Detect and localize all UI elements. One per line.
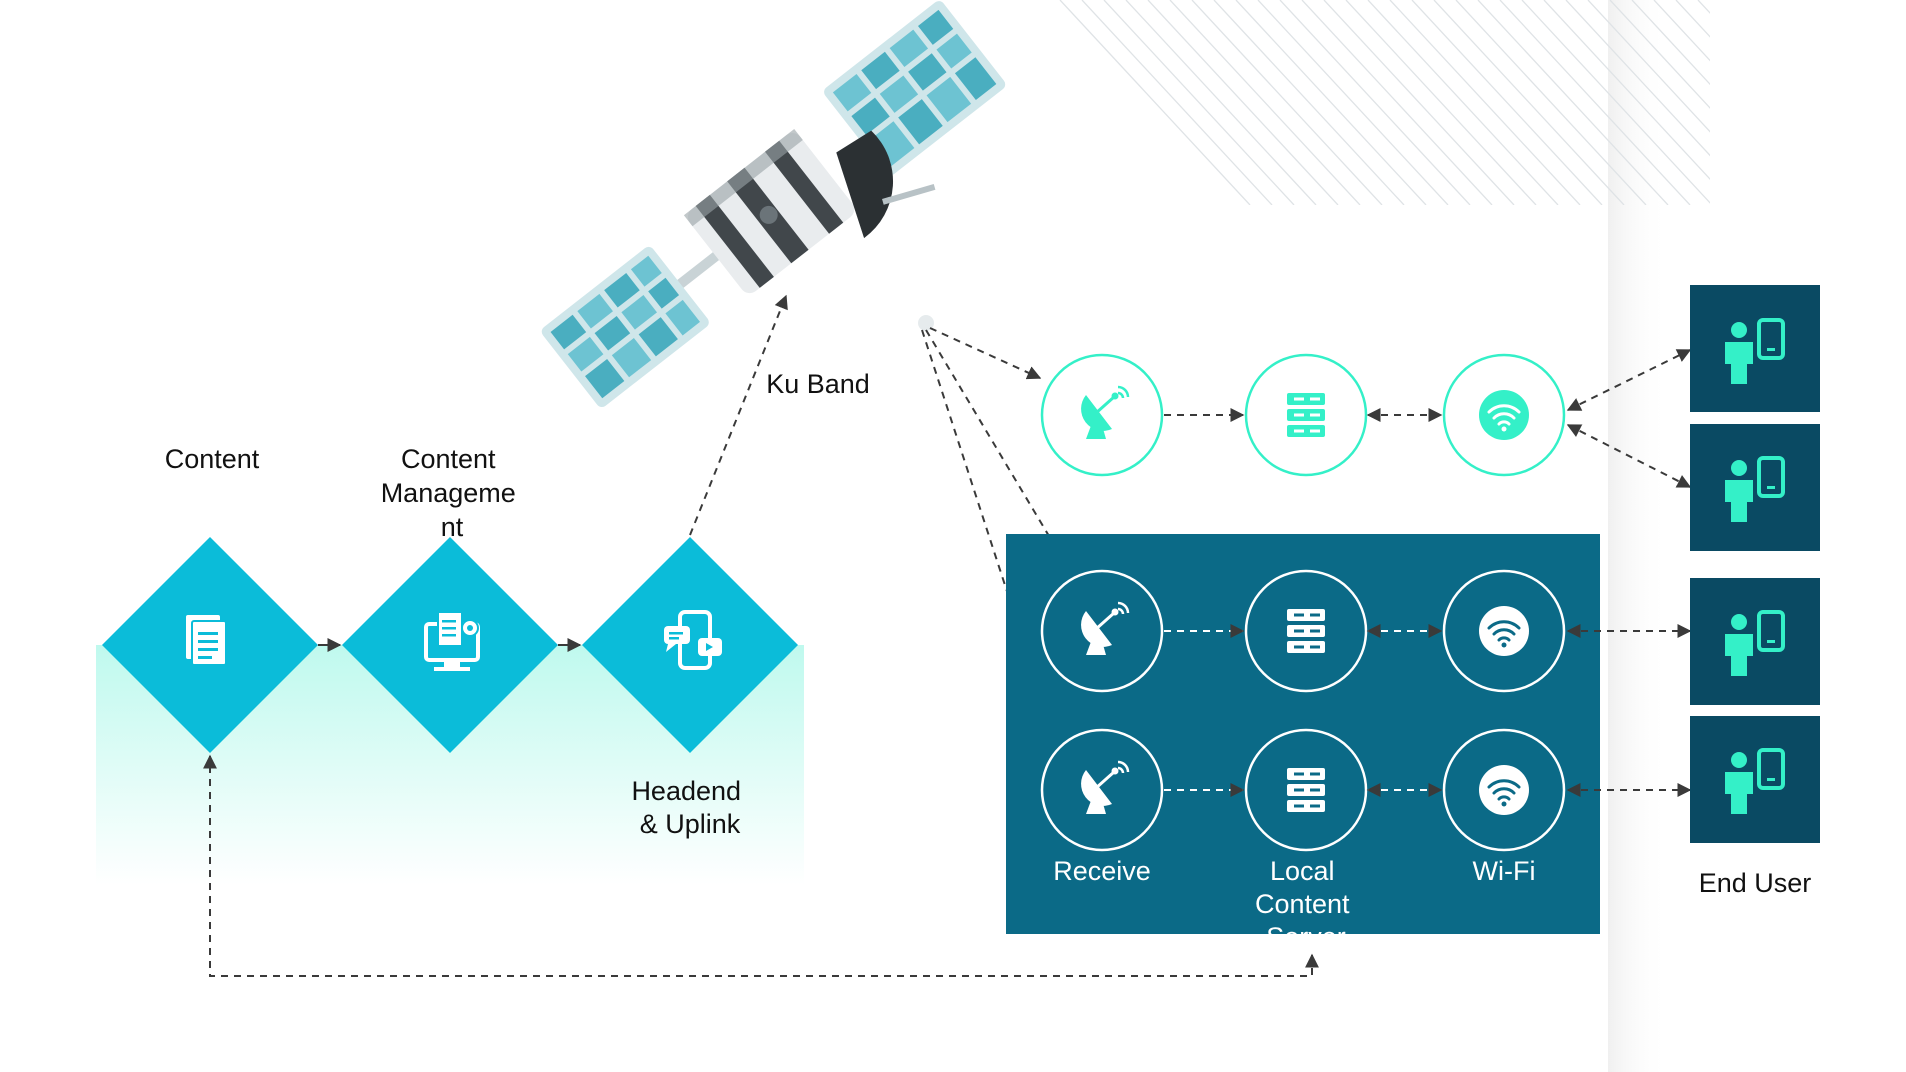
right-divider-shadow <box>1608 0 1668 1072</box>
wifi-node <box>1442 728 1566 852</box>
hatch-line <box>1279 0 1471 205</box>
hatch-line <box>1433 0 1625 205</box>
hatch-line <box>1081 0 1273 205</box>
server-node <box>1244 569 1368 693</box>
hatch-line <box>1059 0 1251 205</box>
hatch-line <box>1301 0 1493 205</box>
hatch-line <box>1609 0 1710 109</box>
panel-row-1 <box>1040 569 1566 693</box>
hatch-line <box>1125 0 1317 205</box>
hatch-line <box>1543 0 1710 181</box>
wifi-node <box>1442 569 1566 693</box>
server-icon <box>1287 768 1325 812</box>
satellite-feed-point <box>918 315 934 331</box>
satellite-icon <box>541 1 1006 408</box>
receive-label: Receive <box>1053 856 1151 886</box>
top-receive-node <box>1040 353 1164 477</box>
hatch-line <box>1389 0 1581 205</box>
server-node <box>1244 728 1368 852</box>
end-user-box <box>1690 716 1820 843</box>
wifi-label: Wi-Fi <box>1473 856 1536 886</box>
hatch-line <box>1367 0 1559 205</box>
hatch-line <box>1521 0 1710 204</box>
server-icon <box>1287 393 1325 437</box>
hatch-line <box>1631 0 1710 86</box>
wifi-icon <box>1477 763 1531 817</box>
pipeline-arrows <box>203 294 1319 977</box>
receive-node <box>1040 728 1164 852</box>
hatch-line <box>1653 0 1710 62</box>
wifi-icon <box>1477 604 1531 658</box>
hatch-line <box>1235 0 1427 205</box>
hatch-line <box>1257 0 1449 205</box>
hatch-line <box>1499 0 1691 205</box>
content-diamond <box>102 537 318 753</box>
end-user-box <box>1690 578 1820 705</box>
hatch-line <box>1213 0 1405 205</box>
top-server-node <box>1244 353 1368 477</box>
hatch-line <box>1191 0 1383 205</box>
hatch-line <box>1169 0 1361 205</box>
hatch-pattern <box>1059 0 1710 205</box>
wifi-icon <box>1477 388 1531 442</box>
phone-chat-icon <box>664 610 722 670</box>
content-label: Content <box>165 444 260 474</box>
ku-band-label: Ku Band <box>766 369 870 399</box>
panel-clip: Local Content Server <box>1255 856 1357 952</box>
hatch-line <box>1147 0 1339 205</box>
panel-arrows <box>1164 624 1443 797</box>
hatch-line <box>1587 0 1710 133</box>
hatch-line <box>1477 0 1669 205</box>
hatch-line <box>1345 0 1537 205</box>
local-content-server-label: Local Content Server <box>1255 856 1357 952</box>
document-icon <box>186 615 227 666</box>
end-user-label: End User <box>1699 868 1812 898</box>
hatch-line <box>1411 0 1603 205</box>
monitor-gear-icon <box>424 611 480 671</box>
content-management-diamond <box>342 537 558 753</box>
end-user-box <box>1690 285 1820 412</box>
receive-node <box>1040 569 1164 693</box>
hatch-line <box>1565 0 1710 157</box>
hatch-line <box>1323 0 1515 205</box>
end-user-box <box>1690 424 1820 551</box>
panel-row-2 <box>1040 728 1566 852</box>
top-row-arrows <box>1164 349 1692 488</box>
content-management-label: Content Manageme nt <box>381 444 524 542</box>
server-icon <box>1287 609 1325 653</box>
local-site-panel <box>1006 534 1600 934</box>
hatch-line <box>1103 0 1295 205</box>
top-wifi-node <box>1442 353 1566 477</box>
headend-uplink-diamond <box>582 537 798 753</box>
hatch-line <box>1675 0 1710 38</box>
hatch-line <box>1697 0 1710 14</box>
hatch-line <box>1455 0 1647 205</box>
